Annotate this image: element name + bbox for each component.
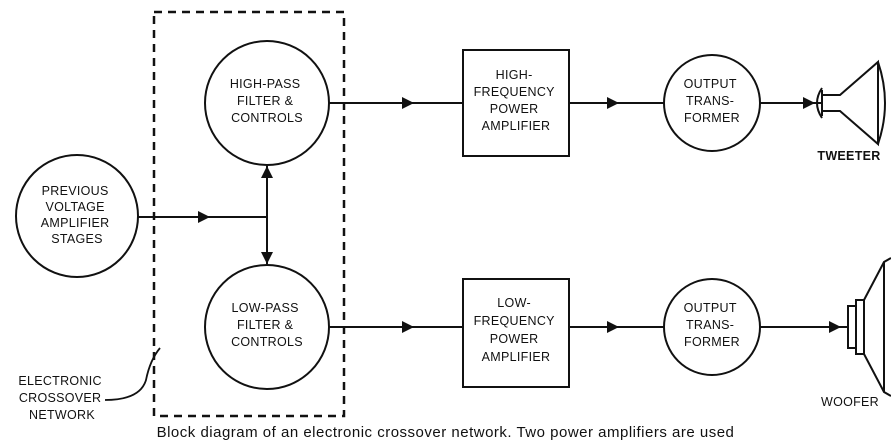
low-amp-line-2: FREQUENCY [474, 314, 556, 328]
high-amp-line-1: HIGH- [496, 68, 533, 82]
high-pass-line-1: HIGH-PASS [230, 77, 301, 91]
low-pass-line-1: LOW-PASS [231, 301, 298, 315]
bottom-arrow-3 [829, 321, 841, 333]
svg-text:HIGH- FREQUENCY POWER: HIGH- FREQUENCY POWER AMPLIFIER [474, 68, 559, 133]
output-top-line-1: OUTPUT [684, 77, 737, 91]
crossover-leader-line [104, 347, 161, 401]
previous-stages-line-4: STAGES [51, 232, 103, 246]
junction-arrow-down [261, 252, 273, 264]
svg-text:HIGH-PASS FILTER & CON: HIGH-PASS FILTER & CONTROLS [230, 77, 304, 125]
output-bottom-line-3: FORMER [684, 335, 740, 349]
woofer-label: WOOFER [821, 395, 879, 409]
high-amp-line-3: POWER [490, 102, 539, 116]
svg-text:ELECTRONIC CROSSOVER N: ELECTRONIC CROSSOVER NETWORK [18, 374, 105, 422]
svg-text:LOW- FREQUENCY POWER: LOW- FREQUENCY POWER AMPLIFIER [474, 296, 559, 364]
low-pass-line-2: FILTER & [237, 318, 294, 332]
low-amp-line-1: LOW- [497, 296, 531, 310]
crossover-label-line-3: NETWORK [29, 408, 95, 422]
output-bottom-line-1: OUTPUT [684, 301, 737, 315]
previous-stages-line-3: AMPLIFIER [41, 216, 110, 230]
bottom-arrow-2 [607, 321, 619, 333]
tweeter-icon [816, 59, 886, 147]
tweeter-label: TWEETER [817, 149, 880, 163]
svg-text:OUTPUT TRANS- FORMER: OUTPUT TRANS- FORMER [684, 301, 741, 349]
high-pass-line-3: CONTROLS [231, 111, 303, 125]
output-top-line-2: TRANS- [686, 94, 734, 108]
bottom-arrow-1 [402, 321, 414, 333]
top-arrow-2 [607, 97, 619, 109]
previous-stages-line-2: VOLTAGE [45, 200, 104, 214]
low-amp-line-3: POWER [490, 332, 539, 346]
high-pass-line-2: FILTER & [237, 94, 294, 108]
low-frequency-amplifier-box [462, 278, 570, 388]
low-amp-line-4: AMPLIFIER [482, 350, 551, 364]
high-amp-line-2: FREQUENCY [474, 85, 556, 99]
top-arrow-3 [803, 97, 815, 109]
previous-stages-line-1: PREVIOUS [42, 184, 109, 198]
crossover-network-boundary [152, 10, 346, 418]
svg-text:LOW-PASS FILTER & CONT: LOW-PASS FILTER & CONTROLS [231, 301, 303, 349]
crossover-label-line-2: CROSSOVER [19, 391, 102, 405]
crossover-label-line-1: ELECTRONIC [18, 374, 102, 388]
top-arrow-1 [402, 97, 414, 109]
high-amp-line-4: AMPLIFIER [482, 119, 551, 133]
output-top-line-3: FORMER [684, 111, 740, 125]
junction-arrow-up [261, 166, 273, 178]
svg-text:OUTPUT TRANS- FORMER: OUTPUT TRANS- FORMER [684, 77, 741, 125]
low-pass-line-3: CONTROLS [231, 335, 303, 349]
woofer-icon [847, 257, 891, 397]
svg-text:PREVIOUS VOLTAGE AMPLI: PREVIOUS VOLTAGE AMPLIFIER STAGES [41, 184, 113, 246]
figure-caption: Block diagram of an electronic crossover… [156, 424, 735, 441]
output-bottom-line-2: TRANS- [686, 318, 734, 332]
input-arrowhead [198, 211, 210, 223]
